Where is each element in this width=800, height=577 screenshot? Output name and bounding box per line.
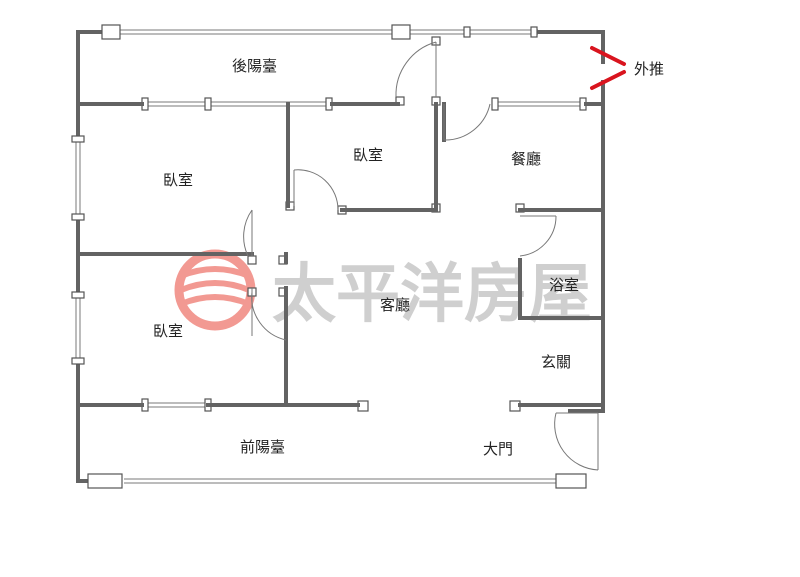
watermark-logo-icon bbox=[174, 249, 256, 331]
push-out-label: 外推 bbox=[634, 60, 664, 78]
room-label-dining: 餐廳 bbox=[511, 150, 541, 168]
room-label-main-door: 大門 bbox=[483, 440, 513, 458]
room-label-bedroom-1: 臥室 bbox=[163, 171, 193, 189]
push-out-marks bbox=[590, 46, 626, 90]
room-label-living: 客廳 bbox=[380, 296, 410, 314]
room-label-bedroom-2: 臥室 bbox=[353, 146, 383, 164]
room-label-front-balcony: 前陽臺 bbox=[240, 438, 285, 456]
watermark-text: 太平洋房屋 bbox=[272, 257, 592, 332]
door-swings bbox=[243, 41, 599, 471]
room-label-bedroom-3: 臥室 bbox=[153, 322, 183, 340]
room-label-foyer: 玄關 bbox=[541, 353, 571, 371]
windows bbox=[75, 29, 584, 484]
room-label-rear-balcony: 後陽臺 bbox=[232, 57, 277, 75]
outer-walls bbox=[76, 30, 605, 483]
room-label-bath: 浴室 bbox=[549, 276, 579, 294]
